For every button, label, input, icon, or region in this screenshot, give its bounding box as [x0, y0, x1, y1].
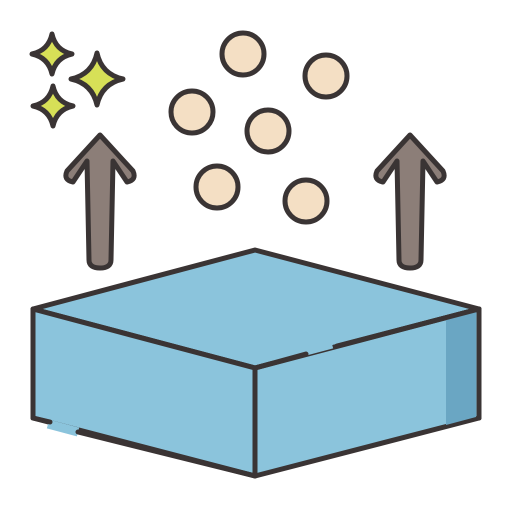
sparkle-icon	[30, 83, 76, 129]
sparkle-icon	[68, 50, 126, 108]
foam-block-highlight	[270, 339, 334, 365]
arrows-group	[63, 132, 447, 271]
foam-block-highlight	[46, 419, 80, 437]
particle	[282, 177, 330, 225]
foam-block-edge	[75, 429, 258, 479]
particle	[302, 52, 350, 100]
foam-block	[30, 247, 482, 479]
foam-block-edge	[334, 306, 482, 349]
particles-group	[168, 30, 350, 225]
particle	[168, 88, 216, 136]
arrow-up-icon	[373, 132, 447, 271]
foam-block-edge	[252, 351, 309, 371]
sparkle-icon	[29, 31, 75, 77]
particle	[244, 107, 292, 155]
particle	[219, 30, 267, 78]
sparkles-group	[29, 31, 126, 129]
particle	[193, 163, 241, 211]
foam-block-edge	[30, 415, 53, 425]
foam-block-shadow	[446, 310, 476, 425]
arrow-up-icon	[63, 132, 137, 271]
